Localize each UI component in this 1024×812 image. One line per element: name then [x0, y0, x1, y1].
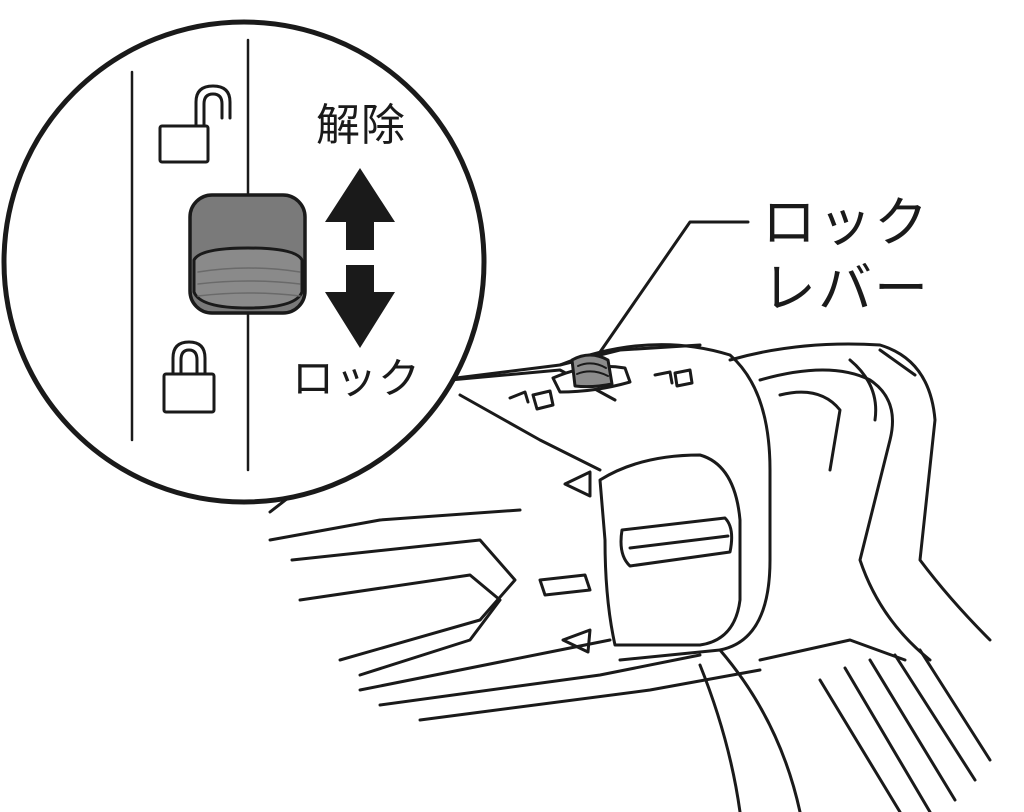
lock-lever-label-line2: レバー [762, 257, 930, 320]
slide-switch[interactable] [188, 193, 307, 315]
inset-circle [1, 19, 487, 505]
release-label: 解除 [316, 100, 406, 151]
unlocked-padlock-icon [158, 84, 232, 164]
up-down-arrow-icon [325, 168, 395, 348]
drill-body [268, 342, 992, 812]
lock-label: ロック [292, 354, 422, 403]
lock-lever[interactable] [551, 353, 632, 394]
lock-lever-label-line1: ロック [762, 191, 930, 254]
leader-line [596, 220, 750, 357]
locked-padlock-icon [162, 340, 216, 414]
